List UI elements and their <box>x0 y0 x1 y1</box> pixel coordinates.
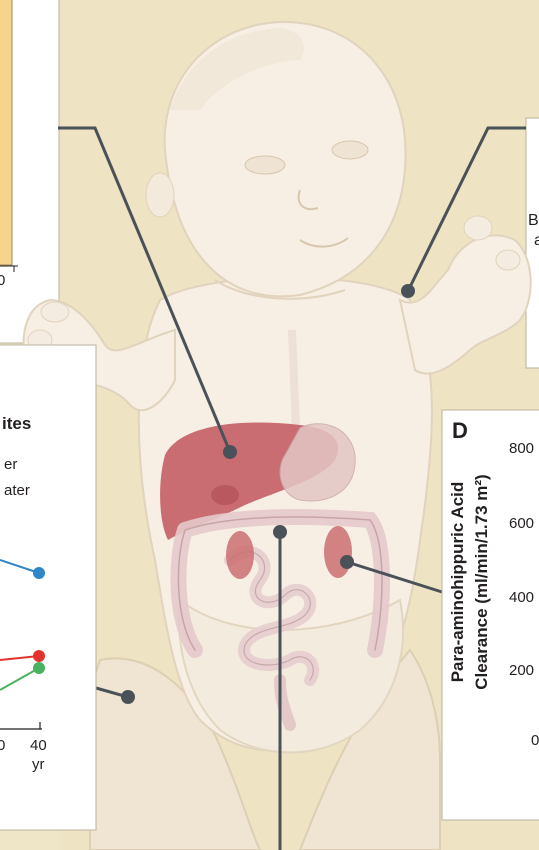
series-red-point <box>33 650 45 662</box>
panel-d-ylabel: Para-aminohippuric Acid Clearance (ml/mi… <box>446 432 506 732</box>
gallbladder <box>211 485 239 505</box>
panel-top-left <box>0 0 59 343</box>
panel-c-legend-2: ater <box>4 482 30 499</box>
panel-c-title: ites <box>2 414 31 434</box>
panel-b-label-fragment-2: a <box>534 232 539 250</box>
series-blue-point <box>33 567 45 579</box>
panel-d-ytick-200: 200 <box>509 662 534 679</box>
panel-d-ytick-600: 600 <box>509 515 534 532</box>
panel-c-tick-40: 40 <box>30 737 47 754</box>
panel-top-left-chart-area <box>0 0 12 265</box>
series-green-point <box>33 662 45 674</box>
panel-d-ytick-0: 0 <box>531 732 539 749</box>
callout-dot-skin <box>401 284 415 298</box>
panel-top-left-tick: 0 <box>0 272 5 289</box>
callout-dot-thigh <box>121 690 135 704</box>
panel-d-ylabel-line-1: Para-aminohippuric Acid <box>446 432 470 732</box>
callout-dot-liver <box>223 445 237 459</box>
left-eye <box>245 156 285 174</box>
panel-d-ytick-400: 400 <box>509 589 534 606</box>
callout-dot-kidney <box>340 555 354 569</box>
panel-d-ytick-800: 800 <box>509 440 534 457</box>
panel-c-legend-1: er <box>4 456 17 473</box>
panel-d-ylabel-line-2: Clearance (ml/min/1.73 m²) <box>470 432 494 732</box>
callout-dot-intestine <box>273 525 287 539</box>
right-eye <box>332 141 368 159</box>
panel-c-tick-unit: yr <box>32 756 45 773</box>
panel-b-label-fragment-1: B <box>528 212 539 230</box>
panel-c-tick-left: 0 <box>0 737 5 754</box>
